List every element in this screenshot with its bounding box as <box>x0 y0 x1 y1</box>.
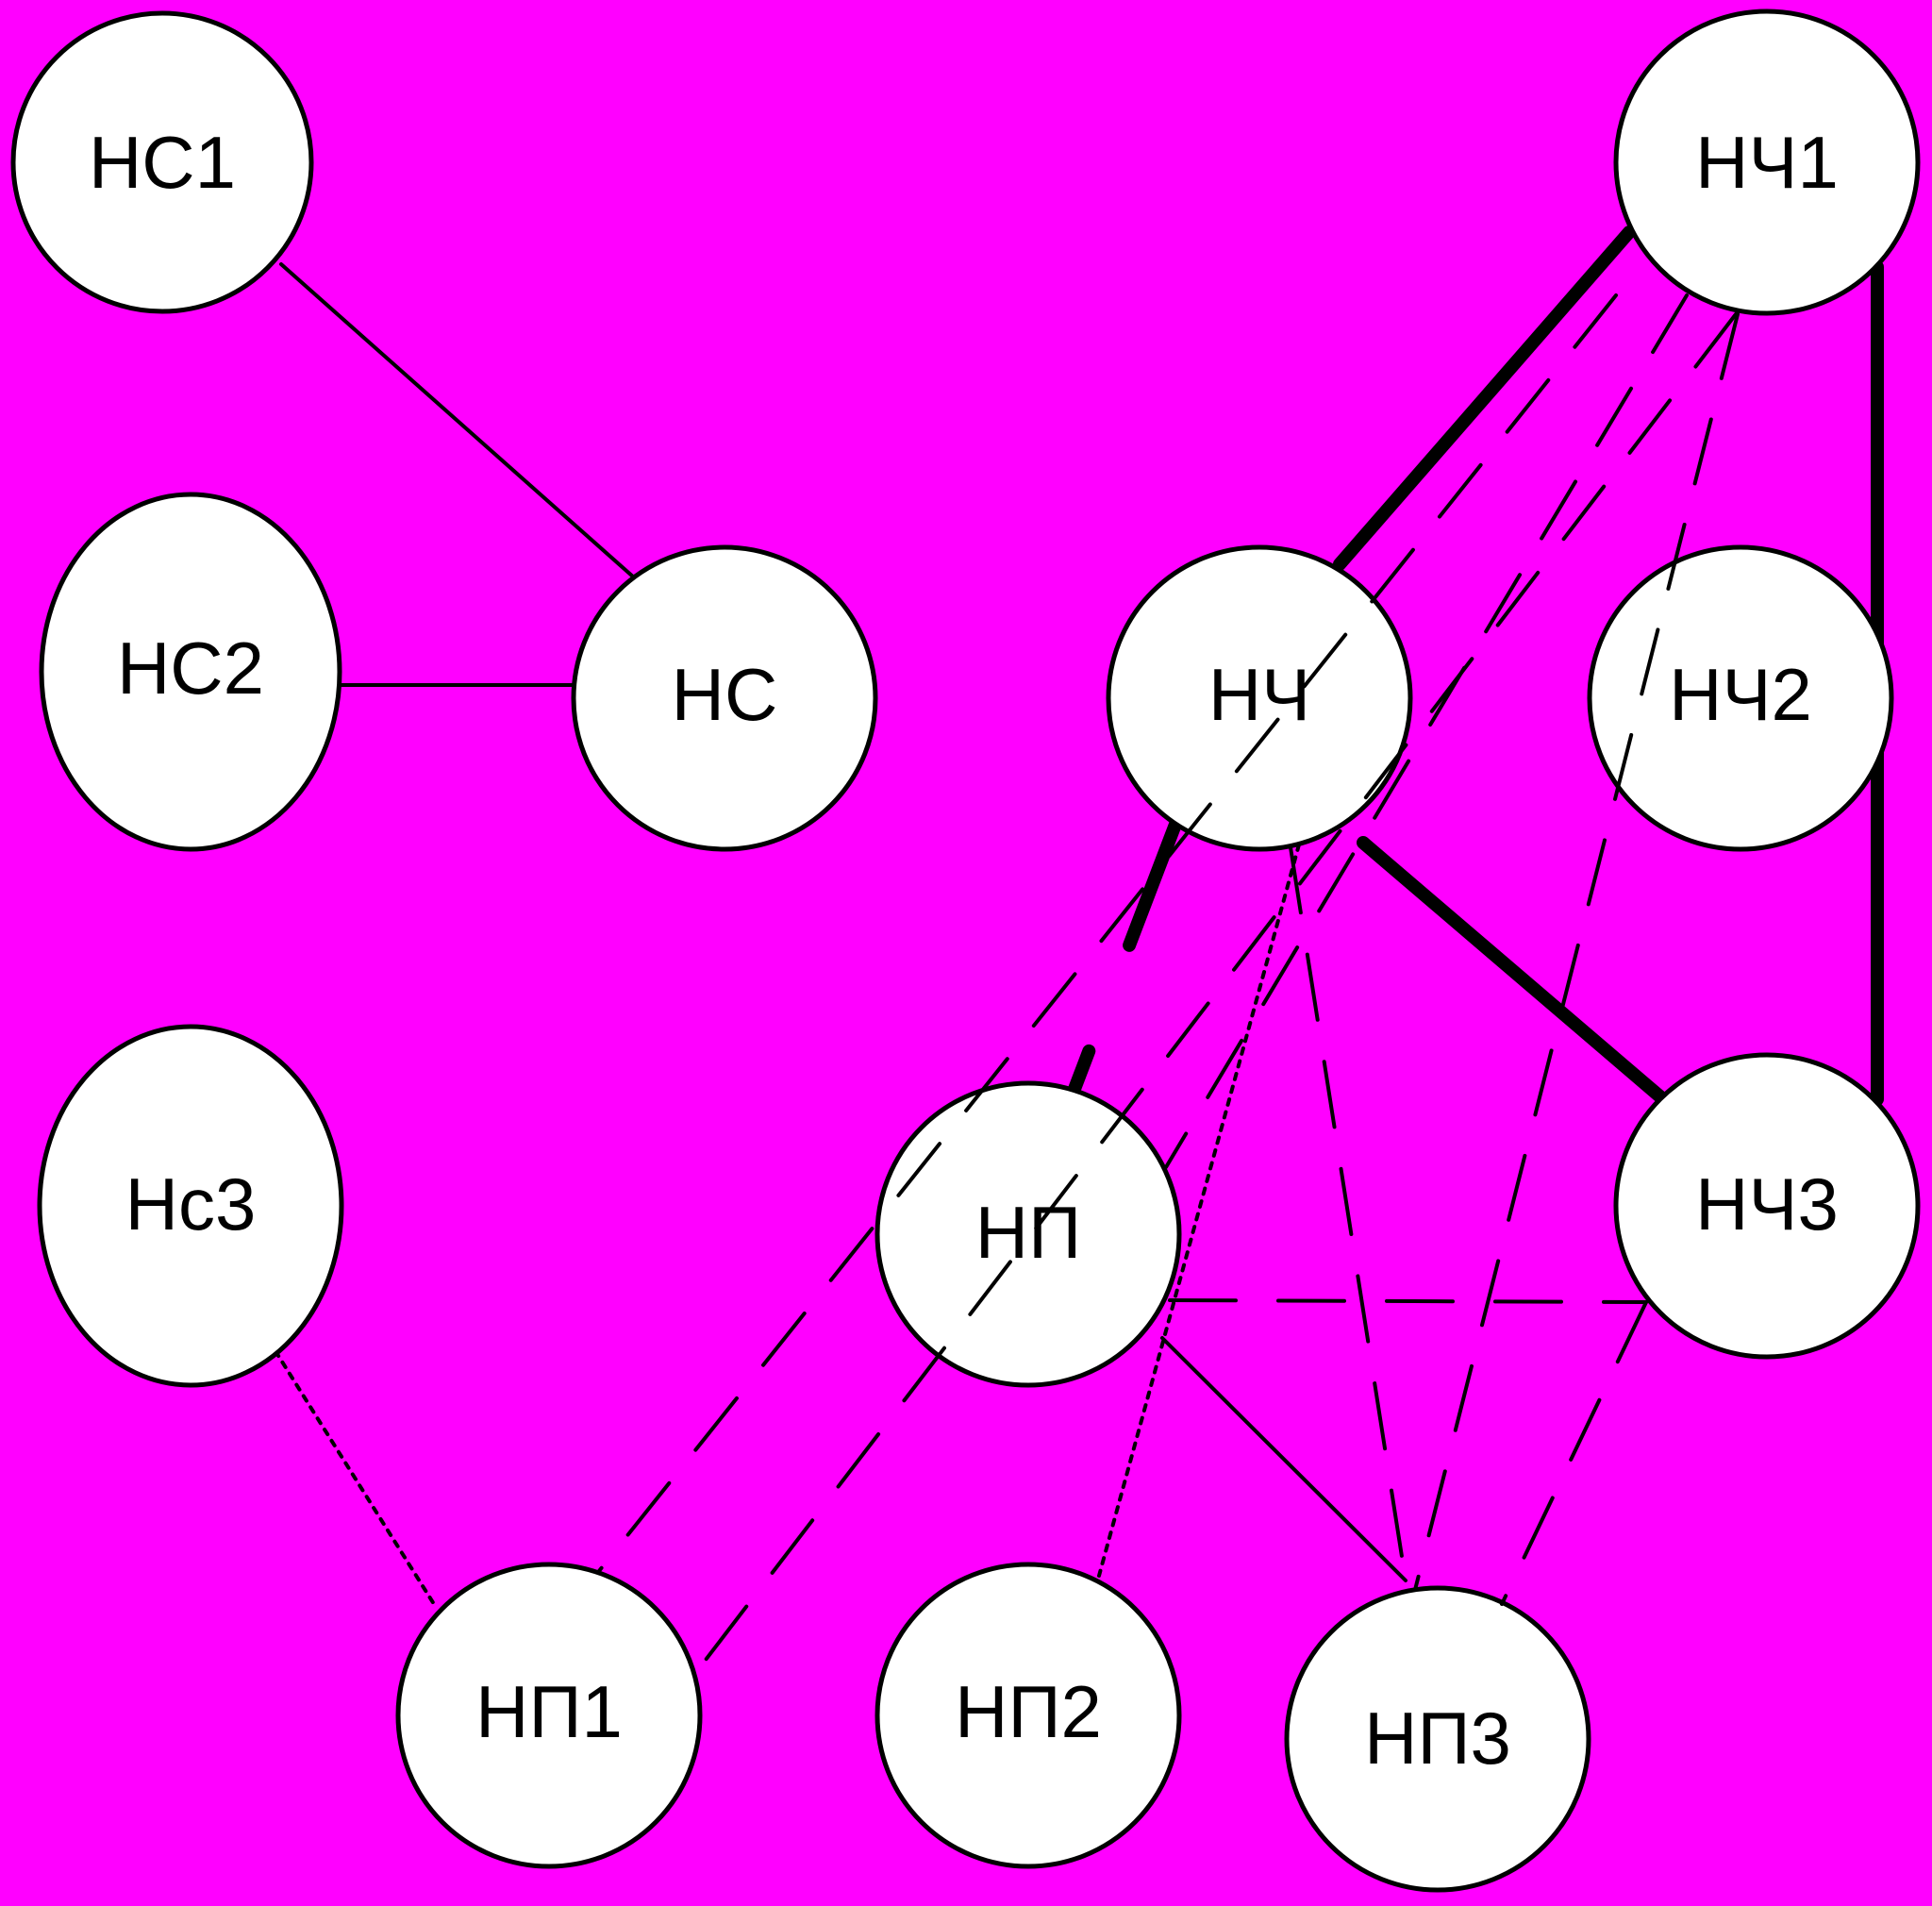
edge-dashed-nch1-np1 <box>597 293 1618 1573</box>
edge-dashed-nch1-np3 <box>1413 312 1740 1592</box>
edge-dashed-nch1-np1 <box>701 312 1738 1665</box>
node-nch2[interactable]: НЧ2 <box>1587 544 1894 852</box>
node-ns[interactable]: НС <box>571 544 878 852</box>
node-label: НП1 <box>475 1670 623 1753</box>
node-label: НП3 <box>1364 1697 1511 1780</box>
edge-dashed-np-nch3 <box>1168 1298 1648 1304</box>
edge-dashed-nch3-np3 <box>1500 1300 1648 1606</box>
node-label: НЧ2 <box>1669 653 1812 736</box>
node-nch1[interactable]: НЧ1 <box>1613 8 1921 316</box>
edge-thick-nch-nch3 <box>1357 836 1670 1106</box>
node-label: НЧ <box>1208 653 1310 736</box>
edge-dotted-nch-np2 <box>1097 843 1301 1578</box>
node-label: НЧ3 <box>1695 1162 1839 1246</box>
node-nch3[interactable]: НЧ3 <box>1613 1052 1921 1360</box>
edge-thick-nch1-nch <box>1333 226 1636 571</box>
edge-dashed-nch-np3 <box>1289 845 1407 1582</box>
nodes-layer: НС1 НС2 НС НЧ1 НЧ НЧ2 Нс3 НП <box>10 8 1921 1893</box>
edge-solid-ns1-ns <box>279 262 636 579</box>
node-np3[interactable]: НП3 <box>1284 1585 1591 1893</box>
node-label: НП <box>975 1191 1081 1274</box>
edges-overlay-layer <box>597 293 1740 1665</box>
edge-solid-np-np3 <box>1160 1336 1407 1582</box>
edge-thick-dashed-nch-np <box>1065 815 1183 1103</box>
node-np1[interactable]: НП1 <box>395 1562 703 1869</box>
node-np2[interactable]: НП2 <box>874 1562 1182 1869</box>
node-ns3[interactable]: Нс3 <box>37 1024 344 1388</box>
edge-dashed-nch1-np <box>1164 293 1689 1169</box>
node-np[interactable]: НП <box>874 1080 1182 1388</box>
node-label: НС2 <box>117 627 264 710</box>
node-nch[interactable]: НЧ <box>1106 544 1413 852</box>
node-label: Нс3 <box>125 1162 257 1246</box>
edge-dotted-ns3-np1 <box>274 1349 436 1606</box>
node-ns1[interactable]: НС1 <box>10 10 314 314</box>
node-label: НС1 <box>89 121 236 204</box>
node-label: НС <box>672 653 778 736</box>
node-ns2[interactable]: НС2 <box>39 492 342 852</box>
node-label: НП2 <box>955 1670 1102 1753</box>
node-label: НЧ1 <box>1695 121 1839 204</box>
